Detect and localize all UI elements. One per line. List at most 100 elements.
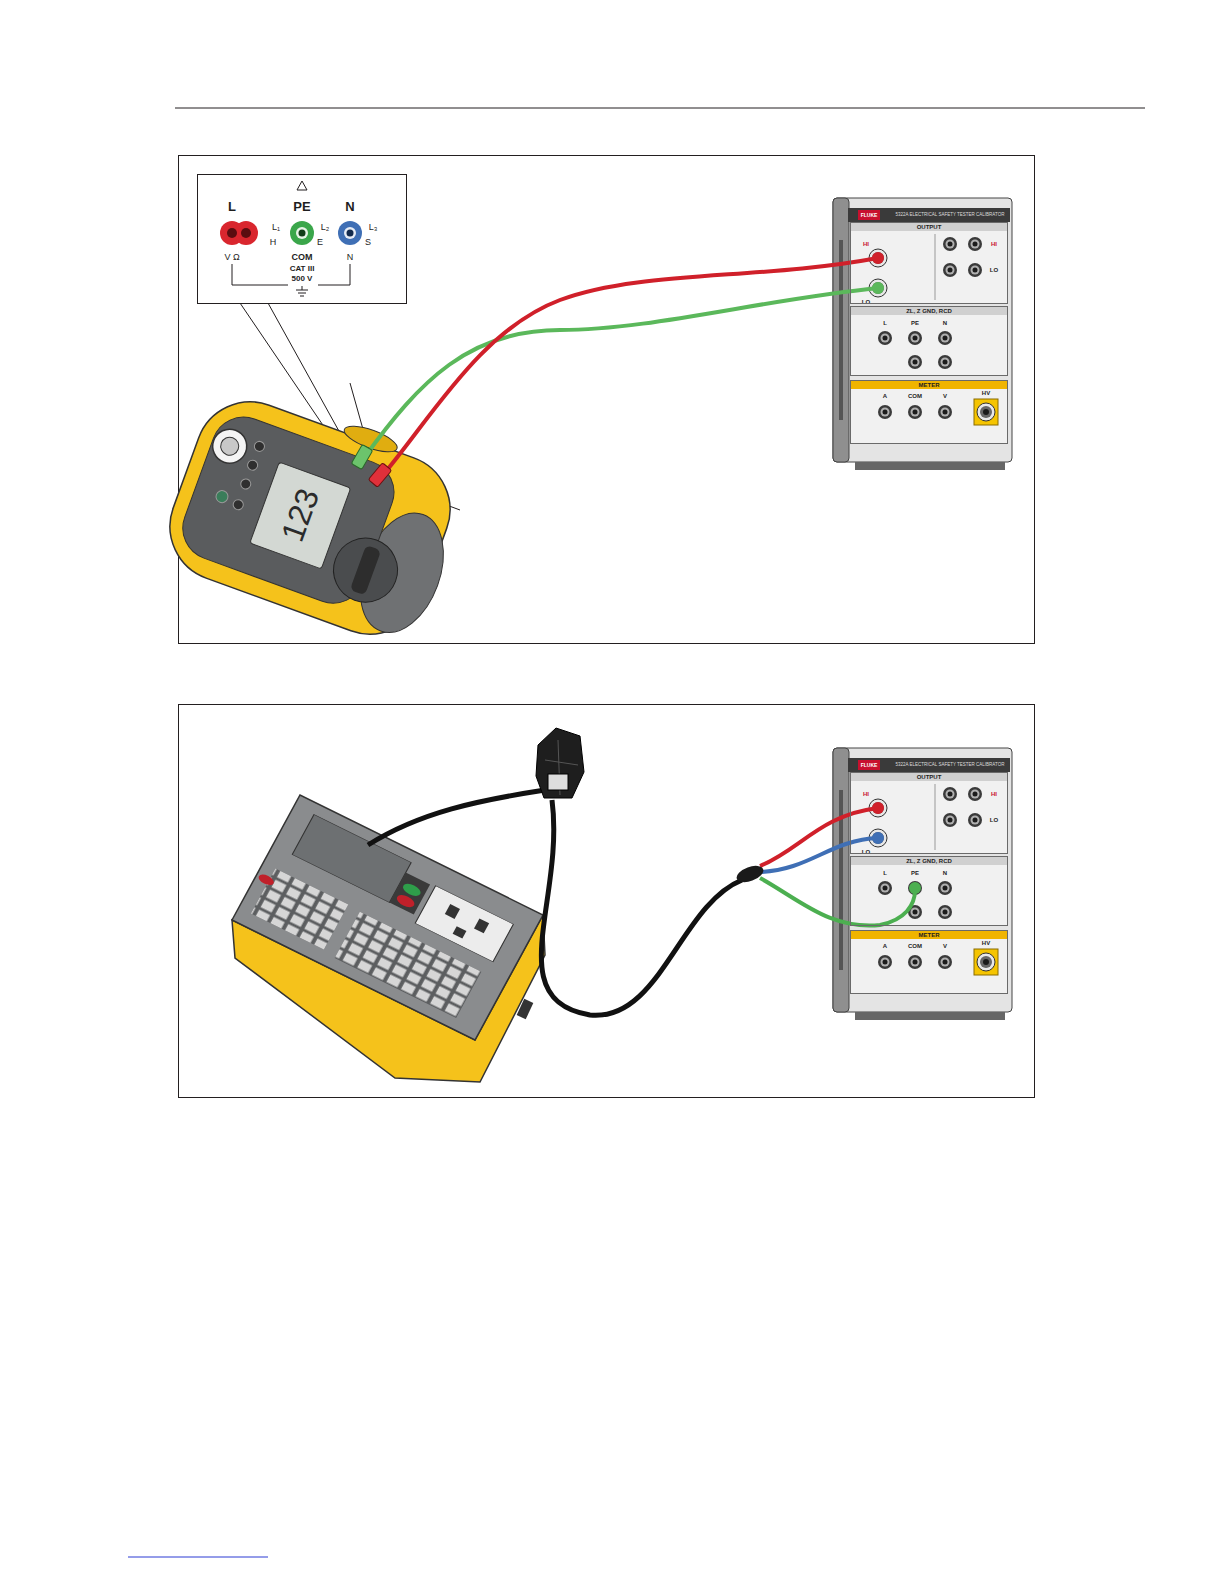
mains-adapter: [536, 728, 584, 798]
label-text: A: [883, 393, 887, 399]
label-text: COM: [292, 253, 313, 262]
link-underline: [128, 1557, 268, 1558]
section-title: METER: [851, 381, 1007, 388]
label-text: LO: [990, 817, 998, 823]
panel-section: METER: [850, 380, 1008, 444]
test-leads: [351, 252, 884, 487]
inset-panel: [198, 175, 407, 304]
appliance-tester: [232, 795, 545, 1082]
label-text: HI: [863, 241, 869, 247]
label-text: CAT III: [290, 265, 315, 273]
label-text: 500 V: [292, 275, 313, 283]
installation-tester: [218, 435, 241, 458]
label-text: LO: [862, 849, 870, 855]
label-text: L₃: [369, 223, 378, 232]
appliance-tester: [474, 919, 489, 934]
label-text: PE: [911, 870, 919, 876]
installation-tester: [174, 408, 403, 612]
label-text: N: [345, 200, 354, 213]
inset-panel: [298, 293, 306, 294]
panel-section: METER: [850, 930, 1008, 994]
label-text: L: [883, 870, 887, 876]
inset-panel: [299, 230, 306, 237]
cables: [760, 838, 878, 872]
appliance-tester: [415, 886, 513, 962]
test-leads: [382, 258, 878, 476]
cables: [760, 878, 915, 926]
label-text: E: [317, 238, 323, 247]
label-text: FLUKE: [861, 763, 878, 768]
inset-panel: [300, 296, 304, 297]
label-text: 123: [276, 484, 324, 545]
panel-section: OUTPUT: [850, 772, 1008, 854]
appliance-tester: [395, 893, 417, 910]
label-text: S: [365, 238, 371, 247]
label-text: HV: [982, 390, 990, 396]
installation-tester: [239, 478, 252, 491]
mains-adapter: [536, 728, 584, 798]
test-leads: [872, 282, 884, 294]
label-text: 5322A ELECTRICAL SAFETY TESTER CALIBRATO…: [896, 213, 1005, 218]
calibrator: [833, 198, 1012, 470]
inset-panel: [338, 221, 362, 245]
inset-panel: [198, 175, 407, 304]
test-leads: [872, 252, 884, 264]
inset-panel: [232, 264, 350, 285]
inset-panel: [234, 221, 258, 245]
appliance-tester: [445, 904, 460, 919]
label-text: N: [943, 320, 947, 326]
label-text: LO: [862, 299, 870, 305]
label-text: FLUKE: [861, 213, 878, 218]
panel-section: ZL, Z GND, RCD: [850, 856, 1008, 926]
label-text: LO: [990, 267, 998, 273]
label-text: L: [883, 320, 887, 326]
label-text: N: [943, 870, 947, 876]
label-text: V: [943, 393, 947, 399]
label-text: L: [228, 200, 236, 213]
test-leads: [368, 463, 391, 488]
label-text: HV: [982, 940, 990, 946]
cables: [541, 800, 742, 1015]
figure-frame: [179, 705, 1035, 1098]
installation-tester: [350, 545, 381, 596]
appliance-tester: [517, 999, 534, 1020]
cables: [872, 802, 884, 814]
inset-panel: [344, 227, 356, 239]
label-text: L₂: [321, 223, 330, 232]
label-text: COM: [908, 393, 922, 399]
mains-adapter: [545, 760, 578, 765]
inset-panel: [302, 286, 303, 290]
appliance-tester: [335, 912, 482, 1018]
inset-panel: [296, 227, 308, 239]
label-text: V Ω: [224, 253, 239, 262]
appliance-tester: [389, 873, 430, 915]
inset-panel: [297, 181, 307, 190]
section-title: ZL, Z GND, RCD: [851, 307, 1007, 314]
cables: [909, 882, 921, 894]
cables: [368, 790, 921, 1015]
appliance-tester: [251, 869, 348, 950]
panel-section: ZL, Z GND, RCD: [850, 306, 1008, 376]
inset-panel: [347, 230, 354, 237]
appliance-tester: [453, 926, 467, 938]
cables: [734, 863, 765, 886]
appliance-tester: [257, 872, 276, 887]
mains-adapter: [548, 774, 568, 790]
label-text: H: [270, 238, 277, 247]
section-title: OUTPUT: [851, 223, 1007, 230]
inset-panel: [241, 228, 251, 238]
section-title: ZL, Z GND, RCD: [851, 857, 1007, 864]
label-text: HI: [991, 791, 997, 797]
installation-tester: [250, 462, 351, 569]
cables: [368, 790, 545, 845]
test-leads: [364, 288, 878, 458]
installation-tester: [253, 440, 266, 453]
label-text: PE: [911, 320, 919, 326]
test-leads: [351, 444, 372, 469]
installation-tester: [214, 489, 229, 504]
label-text: HI: [991, 241, 997, 247]
installation-tester: [232, 498, 245, 511]
label-text: N: [347, 253, 354, 262]
label-text: A: [883, 943, 887, 949]
